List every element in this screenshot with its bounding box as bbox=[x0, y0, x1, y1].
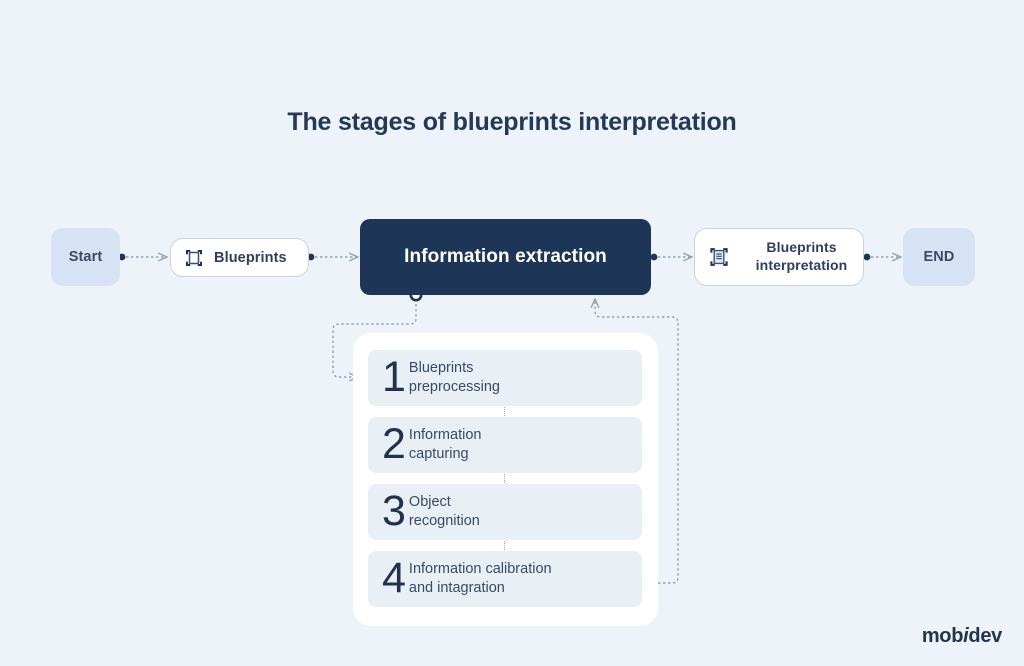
node-blueprints-interpretation[interactable]: Blueprints interpretation bbox=[694, 228, 864, 286]
node-end-label: END bbox=[923, 249, 955, 265]
edge-extraction-to-interpretation bbox=[650, 254, 691, 261]
logo-prefix: mob bbox=[921, 625, 964, 647]
step-separator bbox=[504, 474, 506, 483]
edge-blueprints-to-extraction bbox=[307, 254, 357, 261]
edge-interpretation-to-end bbox=[863, 254, 900, 261]
step-row[interactable]: 1 Blueprints preprocessing bbox=[368, 350, 642, 406]
node-information-extraction-label: Information extraction bbox=[404, 246, 607, 267]
node-start-label: Start bbox=[68, 249, 103, 265]
node-information-extraction[interactable]: Information extraction bbox=[360, 219, 651, 295]
step-row[interactable]: 4 Information calibration and intagratio… bbox=[368, 551, 642, 607]
step-label: Information capturing bbox=[408, 427, 482, 462]
step-label: Blueprints preprocessing bbox=[408, 360, 500, 395]
selection-frame-icon bbox=[184, 248, 204, 268]
step-number: 2 bbox=[382, 419, 406, 468]
node-blueprints-label: Blueprints bbox=[214, 249, 287, 266]
step-separator bbox=[504, 541, 506, 550]
step-label: Information calibration and intagration bbox=[408, 561, 552, 596]
step-number: 1 bbox=[382, 352, 406, 401]
mobidev-logo: mobidev bbox=[922, 625, 1002, 648]
node-blueprints-interpretation-label: Blueprints interpretation bbox=[755, 239, 848, 273]
node-end[interactable]: END bbox=[903, 228, 975, 286]
step-separator bbox=[504, 407, 506, 416]
step-number: 4 bbox=[382, 553, 406, 602]
node-blueprints[interactable]: Blueprints bbox=[170, 238, 309, 277]
page-title: The stages of blueprints interpretation bbox=[287, 108, 737, 136]
step-row[interactable]: 2 Information capturing bbox=[368, 417, 642, 473]
edge-start-to-blueprints bbox=[118, 254, 166, 261]
node-start[interactable]: Start bbox=[51, 228, 120, 286]
step-number: 3 bbox=[382, 486, 406, 535]
document-in-frame-icon bbox=[708, 246, 730, 268]
step-row[interactable]: 3 Object recognition bbox=[368, 484, 642, 540]
step-label: Object recognition bbox=[408, 494, 480, 529]
logo-suffix: dev bbox=[968, 625, 1002, 647]
steps-list: 1 Blueprints preprocessing 2 Information… bbox=[368, 350, 642, 607]
logo-italic-i: i bbox=[963, 625, 969, 647]
